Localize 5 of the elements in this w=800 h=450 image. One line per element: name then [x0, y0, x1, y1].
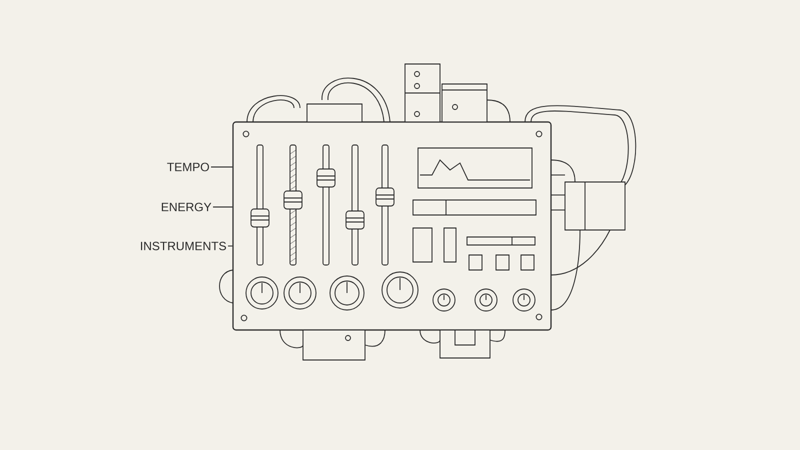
label-text: TEMPO	[167, 162, 209, 172]
label-text: ENERGY	[162, 202, 212, 212]
leader-line	[210, 166, 233, 168]
label-text: INSTRUMENTS	[141, 242, 226, 250]
leader-line	[212, 206, 233, 208]
